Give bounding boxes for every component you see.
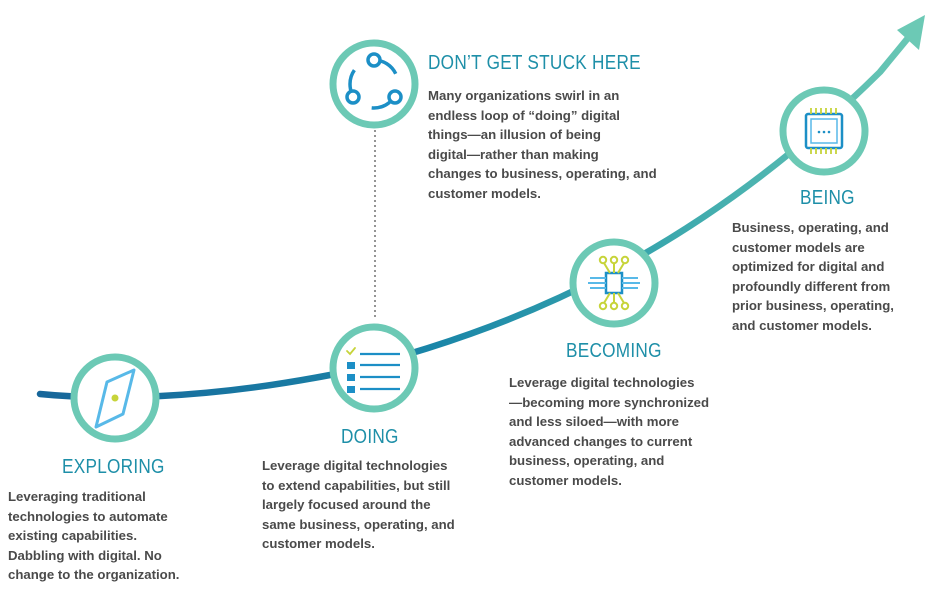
exploring-description: Leveraging traditional technologies to a… <box>8 489 180 582</box>
stuck-description: Many organizations swirl in an endless l… <box>428 88 657 201</box>
becoming-node <box>569 238 659 328</box>
circuit-chip-icon <box>588 255 640 311</box>
arrowhead <box>897 15 925 50</box>
doing-description: Leverage digital technologies to extend … <box>262 458 455 551</box>
checklist-icon <box>346 347 400 393</box>
stuck-node <box>329 39 419 129</box>
stuck-title: DON’T GET STUCK HERE <box>428 52 641 74</box>
exploring-title: EXPLORING <box>62 456 165 478</box>
doing-node <box>329 323 419 413</box>
compass-icon <box>94 368 136 429</box>
exploring-node <box>70 353 160 443</box>
being-description: Business, operating, and customer models… <box>732 220 894 333</box>
doing-title: DOING <box>341 426 399 448</box>
being-title: BEING <box>800 187 855 209</box>
cycle-icon <box>345 52 403 110</box>
being-node <box>779 86 869 176</box>
processor-chip-icon <box>804 108 844 154</box>
becoming-description: Leverage digital technologies —becoming … <box>509 375 710 488</box>
becoming-title: BECOMING <box>566 340 662 362</box>
